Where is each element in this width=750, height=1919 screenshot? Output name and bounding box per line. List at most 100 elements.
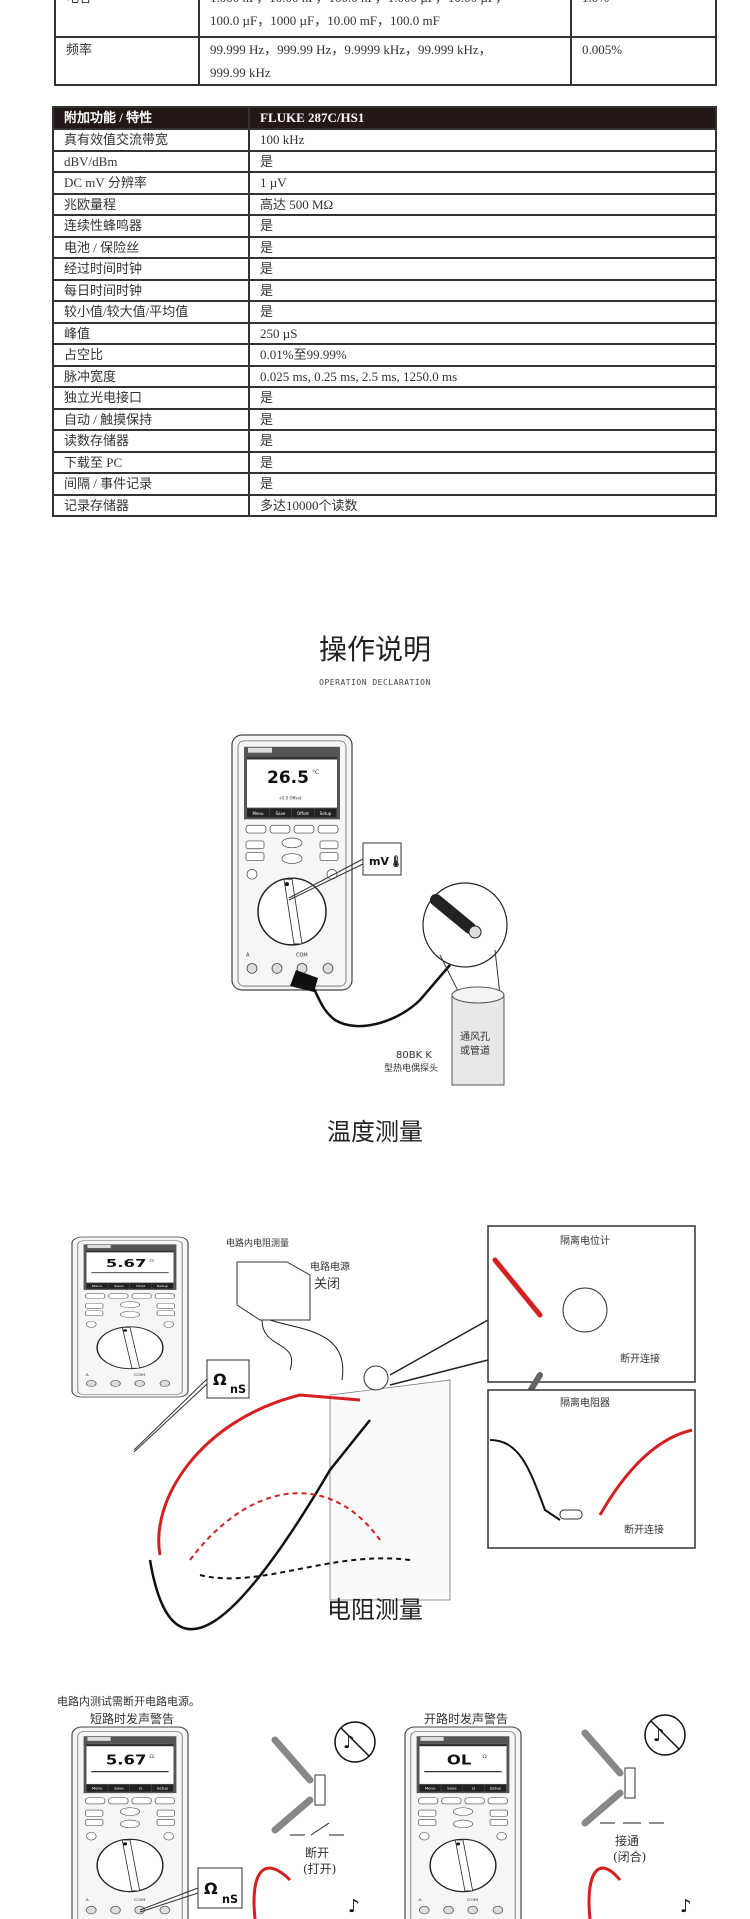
softkey-label: Setup xyxy=(490,1787,502,1791)
terminal-label: A xyxy=(419,1897,422,1902)
softkey-label-bg xyxy=(108,1784,130,1792)
dial-setting-symbol: Ω xyxy=(213,1370,227,1389)
red-test-lead xyxy=(587,1866,622,1919)
key-range xyxy=(489,1809,508,1817)
callout-line xyxy=(288,863,364,901)
cell-line: 100.0 µF，1000 µF，10.00 mF，100.0 mF xyxy=(210,13,440,28)
input-jack xyxy=(159,1380,171,1387)
test-probe xyxy=(271,1736,314,1784)
switch-state-label: 断开 xyxy=(305,1845,329,1860)
meter-reading: 26.5 xyxy=(267,767,309,787)
terminal-label: A xyxy=(246,953,250,959)
softkey-label-bg xyxy=(130,1283,152,1289)
probe-label: 型热电偶探头 xyxy=(384,1062,438,1074)
meter-unit: Ω xyxy=(149,1754,153,1759)
dial-setting-sub: nS xyxy=(222,1893,238,1906)
softkey-label: Save xyxy=(276,811,286,816)
row-label: 频率 xyxy=(54,36,200,86)
softkey-label: Menu xyxy=(92,1787,103,1791)
input-jack xyxy=(246,963,258,974)
key-backlight xyxy=(156,1310,175,1316)
input-jack xyxy=(467,1905,478,1915)
key-hold xyxy=(245,840,265,850)
value-cell: 是 xyxy=(248,149,717,173)
continuity-left-title: 短路时发声警告 xyxy=(90,1712,175,1726)
temperature-caption: 温度测量 xyxy=(327,1118,423,1146)
continuity-note: 电路内测试需断开电路电源。 xyxy=(57,1695,200,1708)
key-minmax xyxy=(85,1310,104,1316)
softkey-label: Menu xyxy=(253,811,264,816)
softkey-label: Setup xyxy=(157,1787,169,1791)
table-row: 频率 99.999 Hz，999.99 Hz，9.9999 kHz，99.999… xyxy=(54,36,717,86)
accuracy-cell: 1.0% xyxy=(570,0,717,38)
softkey-label-bg xyxy=(419,1784,441,1792)
function-button xyxy=(85,1797,106,1805)
lcd-status-bar xyxy=(86,1250,174,1253)
softkey-label: Save xyxy=(447,1787,456,1791)
function-button xyxy=(154,1293,175,1299)
key-minmax xyxy=(85,1819,104,1826)
softkey-label-bg xyxy=(314,808,337,818)
input-jack xyxy=(322,963,334,974)
dial-setting-symbol: mV🌡 xyxy=(369,855,403,868)
feature-cell: 真有效值交流带宽 xyxy=(52,128,250,152)
arrow-up-button xyxy=(452,1807,474,1816)
callout-line xyxy=(288,858,364,899)
softkey-label: Setup xyxy=(320,811,332,816)
feature-cell: 连续性蜂鸣器 xyxy=(52,214,250,238)
key-minmax xyxy=(418,1819,437,1826)
toggle-switch xyxy=(314,1774,326,1806)
zoom-lines xyxy=(389,1319,489,1386)
power-label: 关闭 xyxy=(314,1277,340,1292)
red-lead-detail xyxy=(598,1428,693,1516)
black-test-lead xyxy=(148,1419,371,1631)
range-table: 电容 1.000 nF，10.00 nF，100.0 nF，1.000 µF，1… xyxy=(54,0,717,86)
key-backlight xyxy=(156,1819,175,1826)
dial-pointer xyxy=(454,1839,474,1892)
softkey-label: Ω xyxy=(472,1787,475,1791)
lcd-screen xyxy=(247,756,337,808)
meter-reading: 5.67 xyxy=(106,1258,147,1270)
feature-cell: 附加功能 / 特性 xyxy=(52,106,250,130)
softkey-label-bg xyxy=(269,808,292,818)
power-button xyxy=(246,869,258,880)
softkey-label: Ω xyxy=(139,1787,142,1791)
lcd-status-bar xyxy=(247,756,337,760)
section-subtitle: OPERATION DECLARATION xyxy=(319,678,431,687)
pipe-label: 或管道 xyxy=(460,1044,490,1057)
music-note-icon: ♪ xyxy=(343,1732,355,1753)
disconnect-label: 断开连接 xyxy=(620,1352,660,1365)
softkey-label-bg xyxy=(441,1784,463,1792)
callout-line xyxy=(133,1383,208,1453)
softkey-label: Setup xyxy=(157,1285,168,1288)
switch-state-label: 接通 xyxy=(615,1833,639,1848)
meter-bezel xyxy=(77,1731,183,1919)
key-backlight xyxy=(319,852,339,861)
arrow-down-button xyxy=(281,853,303,864)
softkey-label: Hold xyxy=(136,1285,145,1288)
function-button xyxy=(293,824,315,834)
thermocouple-lead xyxy=(310,964,451,1028)
meter-reading: 5.67 xyxy=(106,1752,147,1768)
feature-cell: 自动 / 触摸保持 xyxy=(52,407,250,431)
cell-line: 999.99 kHz xyxy=(210,65,271,80)
test-probe xyxy=(581,1789,624,1827)
terminal-label: COM xyxy=(296,953,308,959)
black-lead-alt xyxy=(199,1557,411,1580)
arrow-up-button xyxy=(281,837,303,849)
duct-pipe xyxy=(451,994,505,1086)
fluke-logo xyxy=(248,747,272,753)
softkey-label: Save xyxy=(114,1787,123,1791)
fluke-logo xyxy=(87,1737,111,1741)
table-row: 独立光电接口是 xyxy=(52,386,717,410)
switch-state-label: (打开) xyxy=(303,1862,336,1876)
input-jack xyxy=(419,1905,430,1915)
function-button xyxy=(108,1797,129,1805)
feature-cell: 兆欧量程 xyxy=(52,192,250,216)
value-cell: FLUKE 287C/HS1 xyxy=(248,106,717,130)
potentiometer xyxy=(363,1365,389,1391)
table-row: 经过时间时钟是 xyxy=(52,257,717,281)
